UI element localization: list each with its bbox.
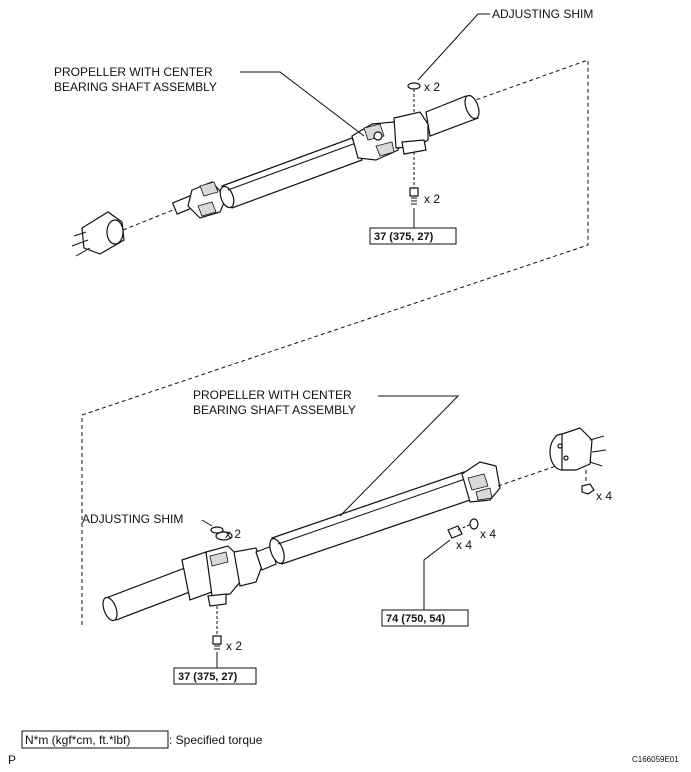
top-rear-tube [425, 94, 480, 137]
bottom-bolt-leader [423, 539, 451, 610]
top-center-bolt [409, 152, 419, 205]
bottom-nut-qty: x 4 [596, 489, 612, 503]
bottom-rear-torque-box [381, 609, 469, 627]
bottom-center-torque-box [173, 667, 257, 685]
bottom-shim-leader [201, 519, 213, 527]
top-frame-dash [81, 59, 589, 628]
top-propeller-leader [240, 71, 365, 137]
top-center-joint [351, 111, 429, 161]
top-propeller-tube [219, 137, 363, 209]
footer-figure-code: C166059E01 [632, 755, 679, 764]
bottom-rear-torque-value: 74 (750, 54) [386, 613, 446, 625]
bottom-rear-bolt-qty: x 4 [456, 538, 472, 552]
top-adjusting-shim-label: ADJUSTING SHIM [492, 7, 593, 21]
bottom-shim-qty: x 2 [225, 527, 241, 541]
top-propeller-label-line2: BEARING SHAFT ASSEMBLY [54, 80, 217, 94]
bottom-rear-nut [581, 470, 595, 495]
top-adjusting-shim [407, 82, 421, 112]
bottom-propeller-leader [339, 395, 460, 517]
bottom-center-joint [181, 531, 277, 607]
top-shim-leader [417, 13, 490, 81]
legend-torque-units: N*m (kgf*cm, ft.*lbf) [25, 733, 130, 747]
footer-page-mark: P [8, 753, 16, 767]
bottom-propeller-tube [269, 471, 477, 565]
top-transmission-flange [71, 211, 125, 257]
top-torque-box [369, 227, 457, 245]
bottom-propeller-label-line1: PROPELLER WITH CENTER [193, 388, 352, 402]
top-propeller-label-line1: PROPELLER WITH CENTER [54, 65, 213, 79]
bottom-center-torque-value: 37 (375, 27) [178, 671, 238, 683]
bottom-adjusting-shim-label: ADJUSTING SHIM [82, 512, 183, 526]
bottom-assembly [102, 395, 607, 668]
bottom-rear-joint [461, 461, 501, 503]
bottom-rear-washer [469, 518, 479, 530]
bottom-washer-qty: x 4 [480, 527, 496, 541]
top-bolt-qty: x 2 [424, 192, 440, 206]
top-front-universal-joint [171, 181, 227, 219]
top-assembly [71, 13, 589, 628]
top-shim-qty: x 2 [424, 80, 440, 94]
legend-torque-description: : Specified torque [169, 733, 263, 747]
top-torque-value: 37 (375, 27) [374, 231, 434, 243]
bottom-propeller-label-line2: BEARING SHAFT ASSEMBLY [193, 403, 356, 417]
bottom-adjusting-shim [210, 526, 224, 534]
bottom-differential-flange [549, 427, 607, 471]
bottom-center-bolt [212, 606, 222, 650]
legend-torque-box [21, 730, 169, 749]
bottom-bolt-qty: x 2 [226, 639, 242, 653]
